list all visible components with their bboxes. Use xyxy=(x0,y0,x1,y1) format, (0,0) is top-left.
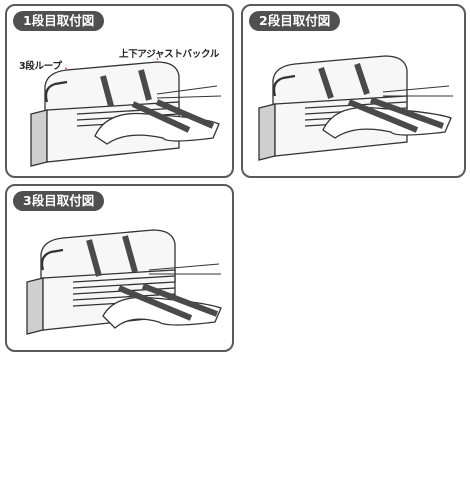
panel-tier-3: 3段目取付図 xyxy=(5,184,234,352)
panel-title: 1段目取付図 xyxy=(13,11,105,31)
callout-adjust-buckle: 上下アジャストバックル xyxy=(119,49,220,60)
seat-diagram-tier-1 xyxy=(30,57,222,167)
panel-title: 3段目取付図 xyxy=(13,191,105,211)
panel-tier-2: 2段目取付図 xyxy=(241,4,466,178)
panel-tier-1: 1段目取付図 3段ループ 上下アジャストバックル xyxy=(5,4,234,178)
seat-diagram-tier-3 xyxy=(26,229,222,335)
callout-3-tier-loop: 3段ループ xyxy=(19,61,62,72)
panel-title: 2段目取付図 xyxy=(249,11,341,31)
seat-diagram-tier-2 xyxy=(258,55,453,161)
